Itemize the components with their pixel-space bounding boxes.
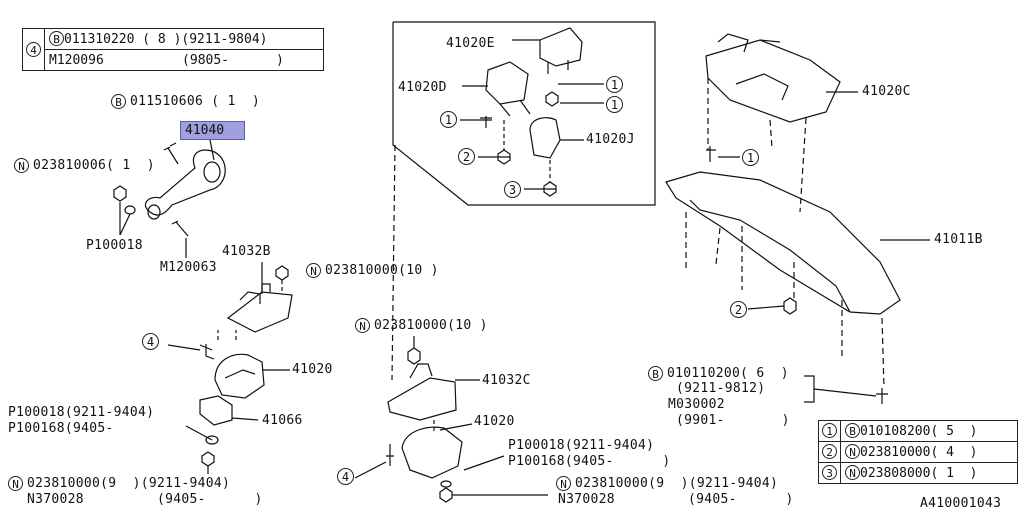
mount-41020-mid — [401, 426, 463, 479]
part-p100018-mid[interactable]: P100018(9211-9404) — [508, 438, 655, 453]
n-prefix-icon: N — [845, 465, 860, 480]
part-023810000-bm[interactable]: 023810000(9 )(9211-9404) — [575, 476, 779, 491]
mount-41020j — [529, 117, 561, 159]
callout-1-circle: 1 — [742, 149, 759, 166]
bracket-41032b — [226, 291, 293, 333]
mount-41020d — [485, 61, 529, 105]
n-prefix-icon: N — [556, 476, 571, 491]
mount-41020e — [539, 27, 583, 67]
mount-41020-left — [214, 353, 265, 399]
part-41020-left[interactable]: 41020 — [292, 362, 333, 377]
callout-1-circle: 1 — [606, 96, 623, 113]
bolt-prefix-icon: B — [49, 31, 64, 46]
part-p100018[interactable]: P100018 — [86, 238, 143, 253]
callout-4-circle: 4 — [142, 333, 159, 350]
n-prefix-icon: N — [306, 263, 321, 278]
diagram-id: A410001043 — [920, 496, 1002, 511]
n-prefix-icon: N — [8, 476, 23, 491]
part-011510606[interactable]: 011510606 ( 1 ) — [130, 94, 261, 109]
callout-3-circle: 3 — [504, 181, 521, 198]
part-41020d[interactable]: 41020D — [398, 80, 447, 95]
part-n370028-bm[interactable]: N370028 (9405- ) — [558, 492, 794, 507]
bracket-41066 — [199, 395, 233, 426]
part-41066[interactable]: 41066 — [262, 413, 303, 428]
callout-2-circle: 2 — [730, 301, 747, 318]
part-m030002[interactable]: M030002 — [668, 397, 725, 412]
n-prefix-icon: N — [14, 158, 29, 173]
inset-frame — [392, 21, 656, 206]
callout-2-circle: 2 — [458, 148, 475, 165]
callout-1-circle: 1 — [440, 111, 457, 128]
b-prefix-icon: B — [845, 423, 860, 438]
part-p100168-range[interactable]: P100168(9405- — [8, 421, 114, 436]
part-p100168-mid[interactable]: P100168(9405- ) — [508, 454, 671, 469]
part-41020c[interactable]: 41020C — [862, 84, 911, 99]
crossmember-41020c — [705, 39, 841, 123]
part-m120063[interactable]: M120063 — [160, 260, 217, 275]
part-n370028-bl[interactable]: N370028 (9405- ) — [27, 492, 263, 507]
part-023810000-a[interactable]: 023810000(10 ) — [325, 263, 439, 278]
callout-3-circle: 3 — [822, 465, 837, 480]
part-m030002-range[interactable]: (9901- ) — [676, 413, 790, 428]
part-023810006[interactable]: 023810006( 1 ) — [33, 158, 155, 173]
part-number-m120096: M120096 (9805- ) — [49, 52, 284, 68]
callout-4-circle: 4 — [337, 468, 354, 485]
crossmember-41011b — [665, 171, 901, 315]
part-023810000-bl[interactable]: 023810000(9 )(9211-9404) — [27, 476, 231, 491]
part-number-011310220: 011310220 ( 8 )(9211-9804) — [64, 32, 268, 47]
callout-2-circle: 2 — [822, 444, 837, 459]
part-41032c[interactable]: 41032C — [482, 373, 531, 388]
callout-1-circle: 1 — [606, 76, 623, 93]
part-41020-mid[interactable]: 41020 — [474, 414, 515, 429]
part-023810000-b[interactable]: 023810000(10 ) — [374, 318, 488, 333]
n-prefix-icon: N — [355, 318, 370, 333]
part-41032b[interactable]: 41032B — [222, 244, 271, 259]
b-prefix-icon: B — [648, 366, 663, 381]
bracket-41032c — [387, 377, 457, 421]
part-010110200[interactable]: 010110200( 6 ) — [667, 366, 789, 381]
part-010110200-range[interactable]: (9211-9812) — [676, 381, 766, 396]
n-prefix-icon: N — [845, 444, 860, 459]
b-prefix-icon: B — [111, 94, 126, 109]
callout-1-circle: 1 — [822, 423, 837, 438]
part-41011b[interactable]: 41011B — [934, 232, 983, 247]
legend-part-number[interactable]: 010108200( 5 ) — [860, 424, 978, 439]
callout-4-circle: 4 — [26, 41, 41, 57]
part-p100018-range[interactable]: P100018(9211-9404) — [8, 405, 155, 420]
legend-part-number[interactable]: 023808000( 1 ) — [860, 466, 978, 481]
part-41040-highlight[interactable]: 41040 — [180, 121, 245, 140]
part-41020e[interactable]: 41020E — [446, 36, 495, 51]
part-41020j[interactable]: 41020J — [586, 132, 635, 147]
legend-part-number[interactable]: 023810000( 4 ) — [860, 445, 978, 460]
torque-rod-41040 — [145, 149, 226, 216]
